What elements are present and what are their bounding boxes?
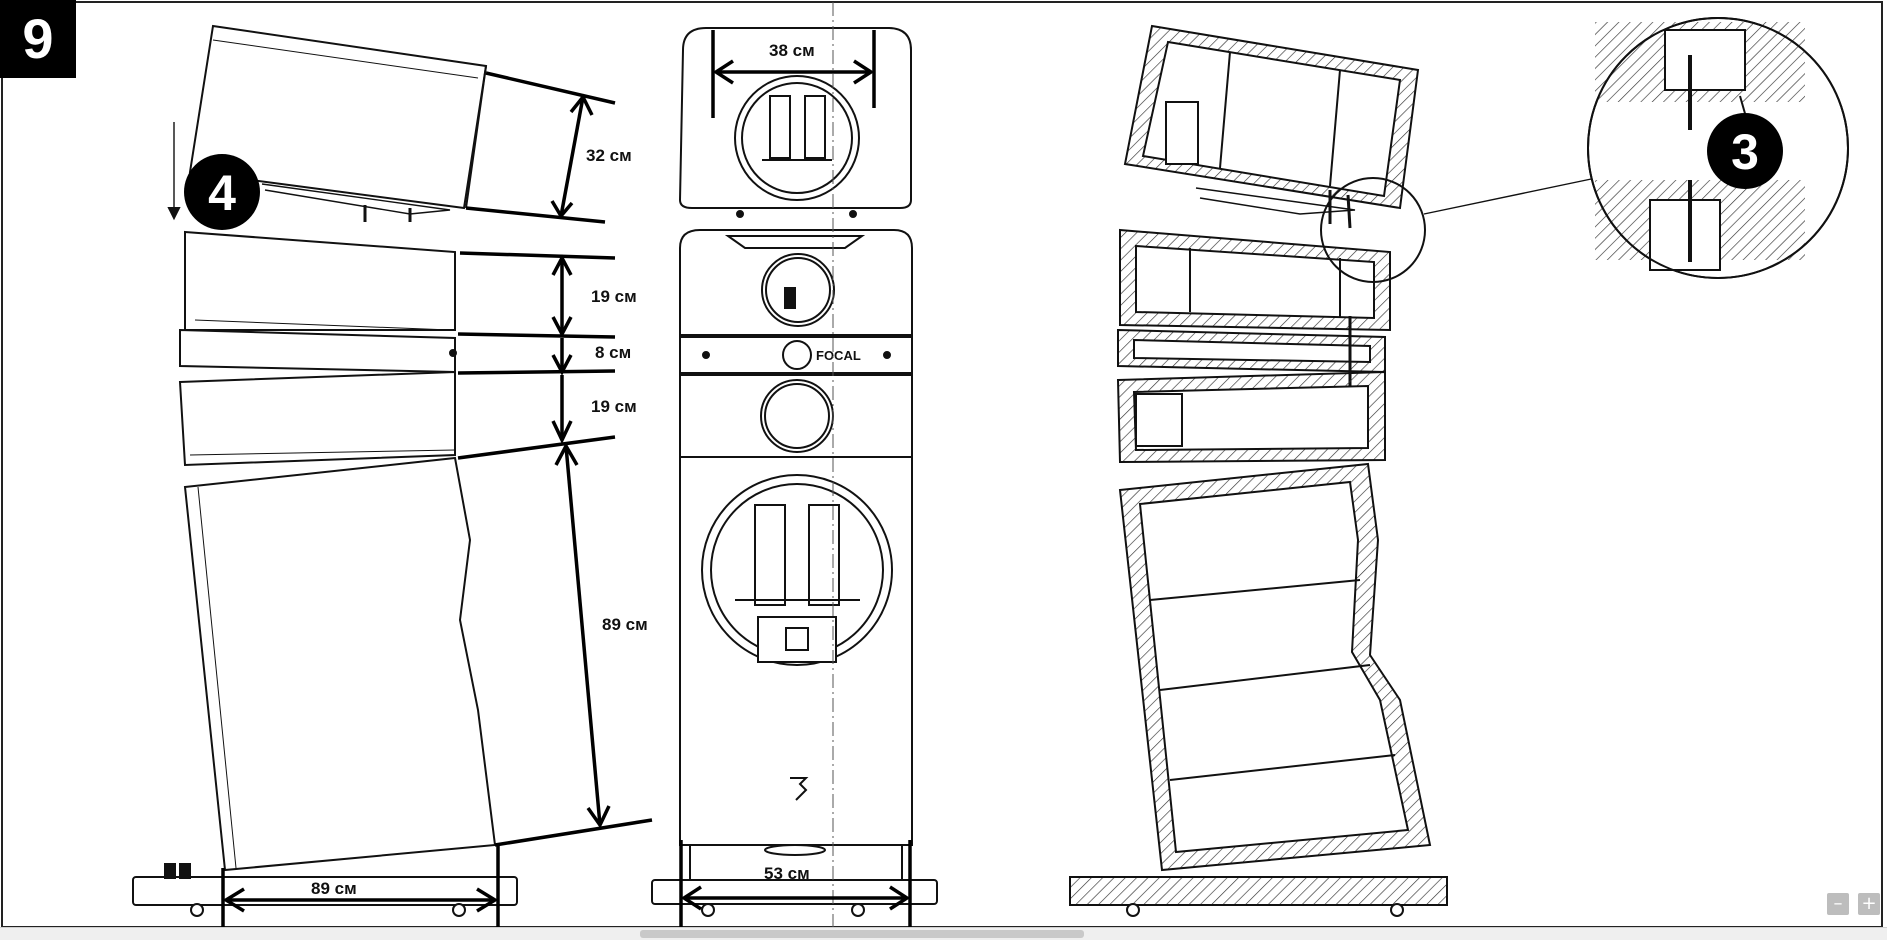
callout-3: 3: [1707, 113, 1783, 189]
dimension-base-width: 53 см: [764, 864, 810, 883]
side-view: [132, 24, 518, 917]
zoom-out-button[interactable]: –: [1827, 893, 1849, 915]
svg-text:4: 4: [208, 165, 236, 221]
side-dimension-lines: [221, 71, 653, 935]
scrollbar-thumb[interactable]: [640, 930, 1084, 938]
horizontal-scrollbar[interactable]: [0, 927, 1887, 940]
front-view: FOCAL: [651, 2, 938, 935]
dimension-top-module-depth: 32 см: [586, 146, 632, 165]
callout-4: 4: [184, 154, 260, 230]
front-dimension-lines: [679, 30, 912, 935]
zoom-in-button[interactable]: +: [1858, 893, 1880, 915]
dimension-middle-module: 8 см: [595, 343, 631, 362]
dimension-lower-module: 19 см: [591, 397, 637, 416]
dimension-top-width: 38 см: [769, 41, 815, 60]
dimension-base-cabinet: 89 см: [602, 615, 648, 634]
side-dimension-arrowheads: [222, 93, 611, 913]
step-number-badge: 9: [0, 0, 76, 78]
brand-plate: FOCAL: [816, 348, 861, 363]
dimension-base-depth: 89 см: [311, 879, 357, 898]
svg-text:3: 3: [1731, 124, 1759, 180]
dimension-upper-module: 19 см: [591, 287, 637, 306]
cross-section-view: [1069, 17, 1849, 917]
